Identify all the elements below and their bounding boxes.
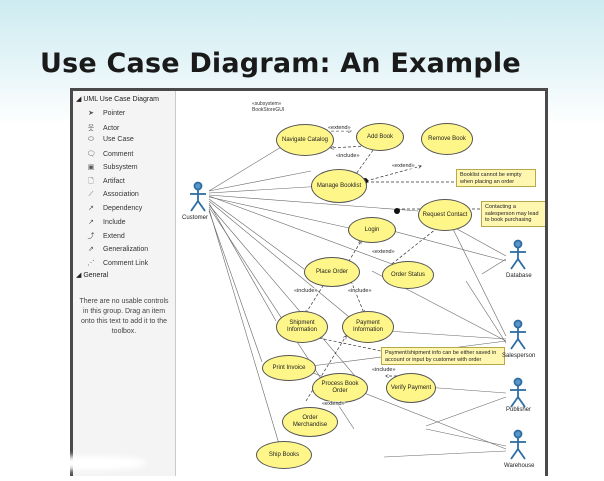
toolbox-item-label: Subsystem xyxy=(103,164,138,172)
subsystem-name: BookStoreGUI xyxy=(252,107,285,113)
use-case-place-order[interactable]: Place Order xyxy=(304,257,360,287)
actor-icon: 웃 xyxy=(87,124,95,132)
toolbox-item-label: Comment Link xyxy=(103,259,149,267)
relation-label-extend: «extend» xyxy=(322,401,345,407)
use-case-process-book-order[interactable]: Process Book Order xyxy=(312,373,368,403)
relation-label-include: «include» xyxy=(372,367,396,373)
use-case-shipment-information[interactable]: Shipment Information xyxy=(276,311,328,343)
toolbox-item-label: Dependency xyxy=(103,205,143,213)
use-case-login[interactable]: Login xyxy=(348,217,396,243)
toolbox-item[interactable]: 웃 Actor xyxy=(85,123,120,134)
toolbox-item[interactable]: ⇗ Generalization xyxy=(85,245,148,256)
actor-label-salesperson: Salesperson xyxy=(502,353,536,359)
relation-label-include: «include» xyxy=(348,288,372,294)
use-case-print-invoice[interactable]: Print Invoice xyxy=(262,355,316,381)
use-case-request-contact[interactable]: Request Contact xyxy=(418,199,472,231)
use-case-remove-book[interactable]: Remove Book xyxy=(421,123,473,155)
toolbox-item-label: Extend xyxy=(103,233,125,241)
artifact-icon: 🗋 xyxy=(88,178,94,185)
toolbox-item-label: Artifact xyxy=(103,178,125,185)
comment-icon: 🗨 xyxy=(86,150,96,158)
toolbox-item[interactable]: ↗ Include xyxy=(85,218,126,229)
diagram-screenshot: ◢ UML Use Case Diagram ➤ Pointer 웃 Actor ⬭ Us… xyxy=(70,88,548,476)
toolbox-item[interactable]: 🗨 Comment xyxy=(85,150,134,161)
generalization-icon: ⇗ xyxy=(88,246,94,253)
include-icon: ↗ xyxy=(88,218,94,226)
toolbox-item[interactable]: ↗ Dependency xyxy=(85,204,142,215)
toolbox-item[interactable]: ➤ Pointer xyxy=(85,109,125,120)
connector-lines xyxy=(208,91,507,458)
use-case-manage-booklist[interactable]: Manage Booklist xyxy=(311,169,367,203)
association-icon: ⟋ xyxy=(88,190,94,198)
toolbox-item[interactable]: ⬭ Use Case xyxy=(85,136,134,147)
use-case-verify-payment[interactable]: Verify Payment xyxy=(386,373,436,403)
toolbox-panel: ◢ UML Use Case Diagram ➤ Pointer 웃 Actor ⬭ Us… xyxy=(73,91,176,476)
note-payment[interactable]: Payment/shipment info can be either save… xyxy=(381,347,505,365)
dependency-icon: ↗ xyxy=(88,205,94,213)
toolbox-item-label: Pointer xyxy=(103,110,126,117)
toolbox-item[interactable]: ⟋ Association xyxy=(85,191,139,202)
use-case-ship-books[interactable]: Ship Books xyxy=(256,441,312,469)
white-smudge xyxy=(15,456,145,470)
use-case-order-merchandise[interactable]: Order Merchandise xyxy=(282,407,338,437)
use-case-navigate-catalog[interactable]: Navigate Catalog xyxy=(276,124,334,156)
use-case-payment-information[interactable]: Payment Information xyxy=(342,311,394,343)
toolbox-section-uml[interactable]: ◢ UML Use Case Diagram xyxy=(76,96,159,103)
note-booklist[interactable]: Booklist cannot be empty when placing an… xyxy=(456,169,536,187)
relation-label-extend: «extend» xyxy=(392,163,415,169)
diagram-canvas[interactable]: «subsystem» BookStoreGUI Navigate Catalo… xyxy=(176,91,545,476)
subsystem-stereotype: «subsystem» xyxy=(252,101,282,107)
salesperson-actor-icon[interactable] xyxy=(506,319,530,351)
relation-label-extend: «extend» xyxy=(372,249,395,255)
actor-label-customer: Customer xyxy=(182,215,209,221)
customer-actor-icon[interactable] xyxy=(186,181,210,213)
use-case-icon: ⬭ xyxy=(88,136,94,144)
use-case-add-book[interactable]: Add Book xyxy=(356,123,404,151)
actor-label-publisher: Publisher xyxy=(506,407,532,413)
comment-link-icon: ⋰ xyxy=(87,259,95,267)
relation-label-extend: «extend» xyxy=(328,125,351,131)
toolbox-item[interactable]: ⤴ Extend xyxy=(85,231,125,242)
toolbox-item-label: Include xyxy=(103,218,126,226)
use-case-order-status[interactable]: Order Status xyxy=(382,261,434,289)
slide-title: Use Case Diagram: An Example xyxy=(40,48,521,79)
toolbox-item-label: Use Case xyxy=(103,136,134,144)
toolbox-item-label: Generalization xyxy=(103,246,149,253)
pointer-icon: ➤ xyxy=(88,110,94,117)
actor-label-database: Database xyxy=(506,273,532,279)
toolbox-item[interactable]: ▣ Subsystem xyxy=(85,163,138,174)
database-actor-icon[interactable] xyxy=(506,239,530,271)
warehouse-actor-icon[interactable] xyxy=(506,429,530,461)
subsystem-icon: ▣ xyxy=(87,164,95,172)
relation-label-include: «include» xyxy=(294,288,318,294)
publisher-actor-icon[interactable] xyxy=(506,377,530,409)
extend-icon: ⤴ xyxy=(87,233,95,241)
toolbox-item-label: Comment xyxy=(103,150,134,158)
note-contact[interactable]: Contacting a salesperson may lead to boo… xyxy=(481,201,545,227)
toolbox-empty-message: There are no usable controls in this gro… xyxy=(79,298,169,335)
toolbox-item[interactable]: 🗋 Artifact xyxy=(85,177,125,188)
toolbox-section-general[interactable]: ◢ General xyxy=(76,272,109,279)
relation-label-include: «include» xyxy=(336,153,360,159)
toolbox-item-label: Association xyxy=(103,190,139,198)
toolbox-item-label: Actor xyxy=(103,124,120,132)
actor-label-warehouse: Warehouse xyxy=(504,463,535,469)
toolbox-item[interactable]: ⋰ Comment Link xyxy=(85,259,149,270)
